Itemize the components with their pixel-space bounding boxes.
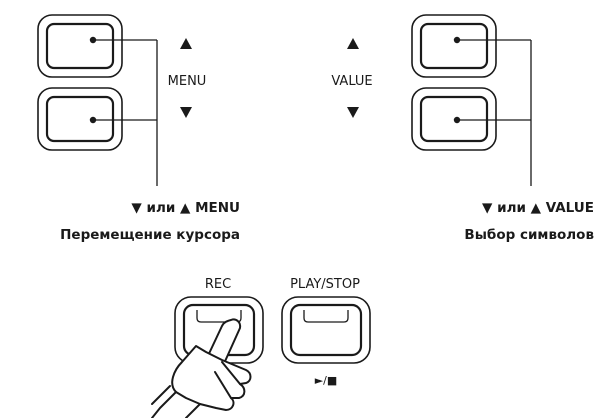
value-down-button[interactable] bbox=[411, 87, 497, 151]
rec-label: REC bbox=[205, 277, 231, 292]
value-caption-line2: Выбор символов bbox=[464, 227, 594, 243]
menu-down-button[interactable] bbox=[37, 87, 123, 151]
menu-caption-line2: Перемещение курсора bbox=[60, 227, 240, 243]
value-down-arrow-icon bbox=[347, 107, 359, 118]
menu-leader-lines bbox=[93, 39, 158, 186]
play-stop-symbol: ►/■ bbox=[315, 374, 338, 387]
value-label: VALUE bbox=[331, 74, 372, 89]
menu-up-arrow-icon bbox=[180, 38, 192, 49]
menu-label: MENU bbox=[168, 74, 207, 89]
value-up-button[interactable] bbox=[411, 14, 497, 78]
pointing-hand-icon bbox=[151, 318, 252, 418]
menu-down-arrow-icon bbox=[180, 107, 192, 118]
value-up-arrow-icon bbox=[347, 38, 359, 49]
value-caption-line1: ▼ или ▲ VALUE bbox=[482, 200, 594, 216]
value-leader-lines bbox=[457, 39, 532, 186]
play-stop-button[interactable] bbox=[281, 296, 371, 364]
menu-up-button[interactable] bbox=[37, 14, 123, 78]
play-stop-label: PLAY/STOP bbox=[290, 277, 360, 292]
menu-caption-line1: ▼ или ▲ MENU bbox=[131, 200, 240, 216]
